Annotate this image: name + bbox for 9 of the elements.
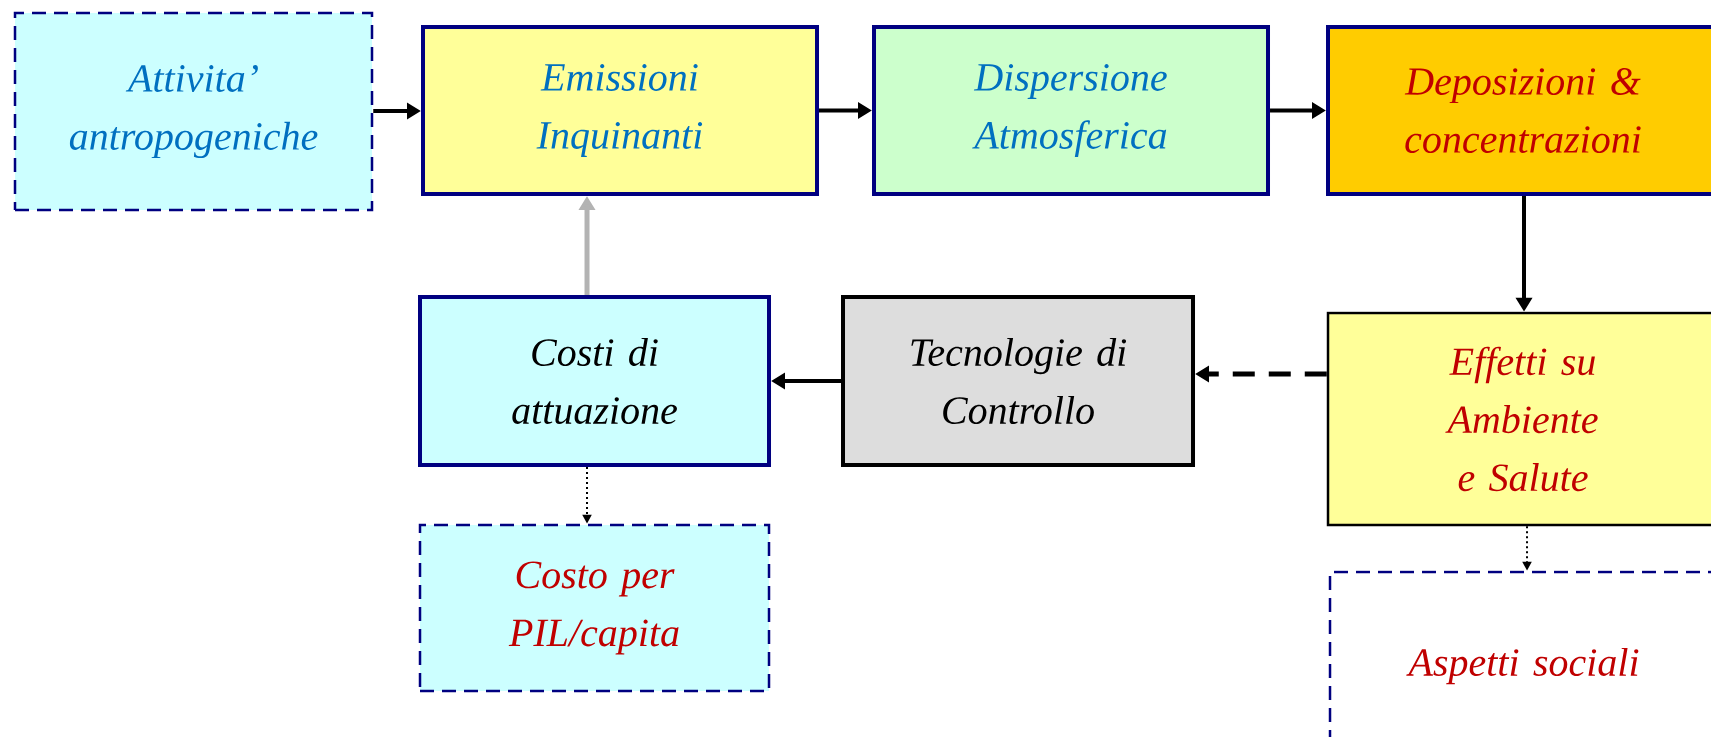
dashed-box: Costo per PIL/capita [418,523,771,693]
process-box: Dispersione Atmosferica [872,25,1270,196]
process-box: Tecnologie di Controllo [841,295,1195,467]
dashed-box: Attivita’ antropogeniche [13,11,374,212]
process-box: Emissioni Inquinanti [421,25,819,196]
process-box: Deposizioni & concentrazioni [1326,25,1711,196]
process-box: Costi di attuazione [418,295,771,467]
process-box: Effetti su Ambiente e Salute [1326,311,1711,527]
dashed-box: Aspetti sociali [1328,570,1711,737]
